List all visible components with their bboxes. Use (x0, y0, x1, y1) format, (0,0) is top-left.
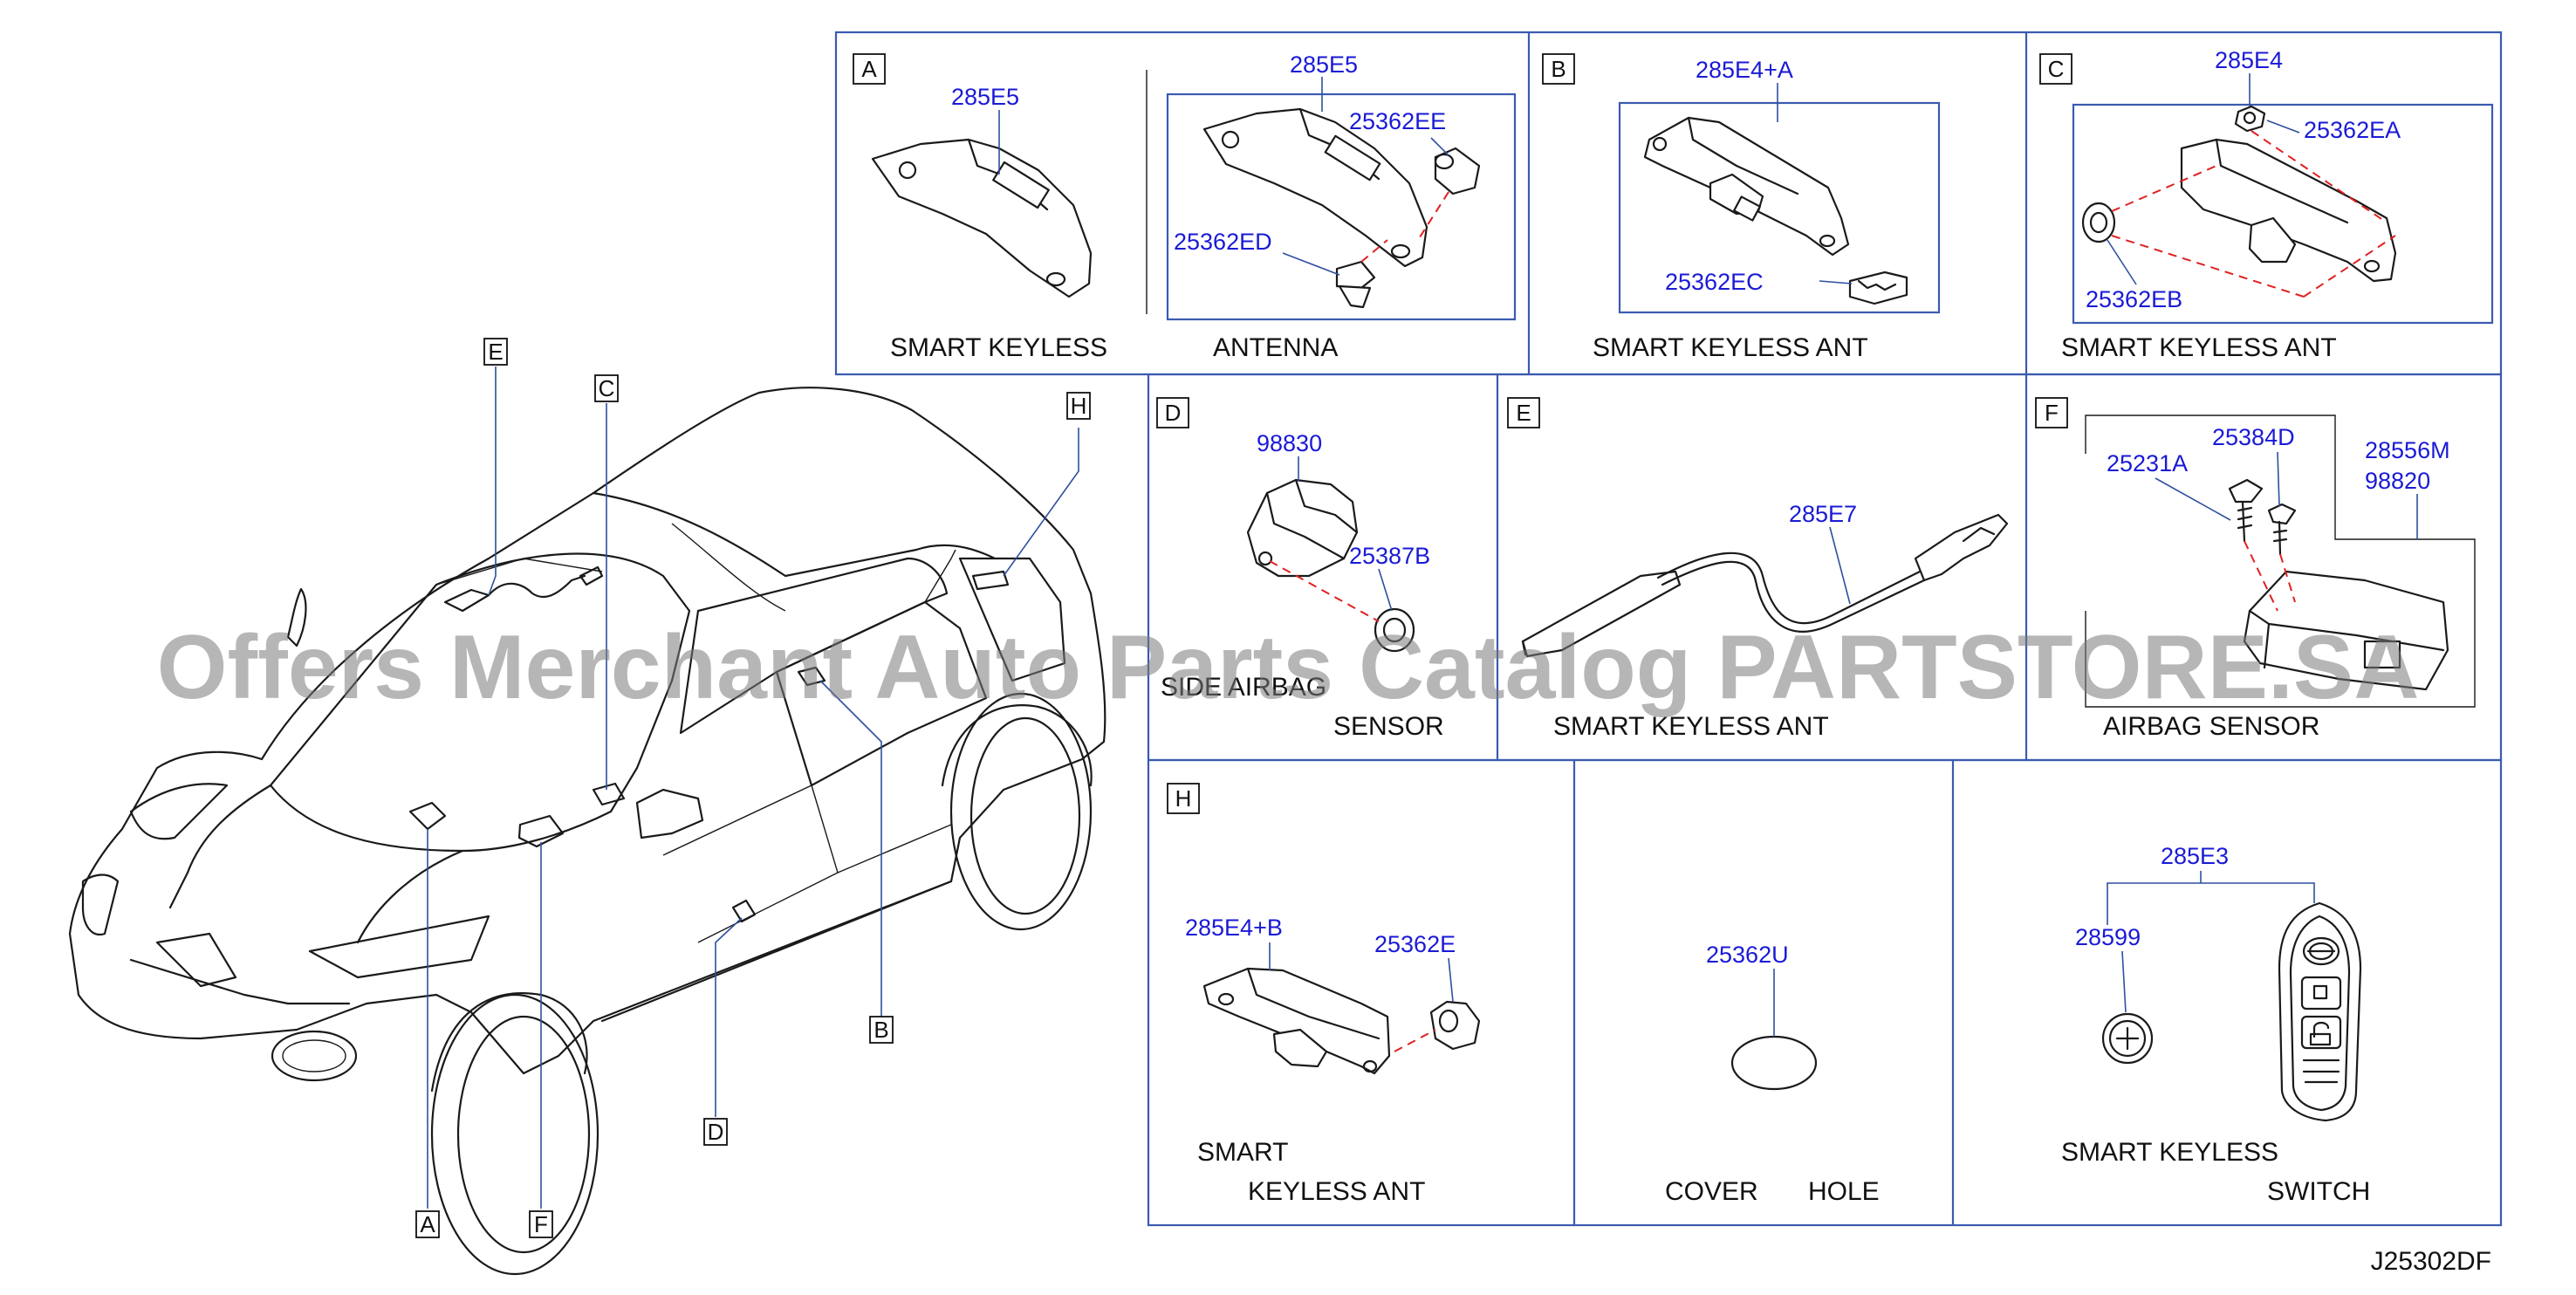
pn-25387b: 25387B (1349, 543, 1430, 569)
panel-cover-caption-1: COVER (1665, 1177, 1758, 1206)
pn-25362ed: 25362ED (1174, 229, 1272, 255)
pn-28556m: 28556M (2365, 437, 2450, 463)
panel-h-tag: H (1175, 785, 1192, 812)
pn-285e3: 285E3 (2161, 843, 2229, 869)
panel-c: C 285E4 25362EA 25362EB SMART KEYLESS AN… (2039, 47, 2494, 362)
pn-25362u: 25362U (1706, 942, 1789, 968)
pn-285e4-b: 285E4+B (1185, 915, 1283, 941)
tag-a: A (420, 1211, 435, 1237)
car-leader-lines (427, 367, 1079, 1209)
vehicle-illustration (68, 387, 1106, 1276)
panel-a-caption-right: ANTENNA (1213, 333, 1338, 362)
car-callout-tags: E C H B D A F (415, 338, 1091, 1238)
pn-98820: 98820 (2365, 468, 2430, 494)
panel-h-caption-1: SMART (1197, 1138, 1288, 1167)
panel-b-tag: B (1551, 56, 1565, 82)
panel-switch-caption-2: SWITCH (2267, 1177, 2370, 1206)
panel-d-tag: D (1165, 400, 1182, 426)
pn-25362eb: 25362EB (2086, 286, 2182, 312)
panel-a-caption-left: SMART KEYLESS (890, 333, 1107, 362)
panel-d: D 98830 25387B SIDE AIRBAG SENSOR (1156, 397, 1444, 741)
tag-h: H (1071, 393, 1087, 419)
panel-b: B 285E4+A 25362EC SMART KEYLESS ANT (1542, 53, 1941, 362)
watermark-text: Offers Merchant Auto Parts Catalog PARTS… (157, 617, 2420, 718)
panel-c-tag: C (2048, 56, 2065, 82)
tag-b: B (874, 1017, 888, 1043)
pn-98830: 98830 (1257, 430, 1322, 456)
panel-grid (834, 31, 2503, 1227)
diagram-code: J25302DF (2371, 1247, 2491, 1276)
pn-28599: 28599 (2075, 924, 2141, 950)
pn-285e7: 285E7 (1789, 501, 1857, 527)
pn-25362ec: 25362EC (1665, 269, 1764, 295)
pn-25231a: 25231A (2107, 450, 2188, 476)
panel-d-caption-2: SENSOR (1333, 712, 1444, 741)
panel-f-tag: F (2045, 400, 2059, 426)
panel-f: F 25231A 25384D 28556M 98820 AIRBAG SENS… (2035, 397, 2476, 741)
panel-cover-hole: 25362U COVER HOLE (1665, 942, 1880, 1206)
panel-e-tag: E (1516, 400, 1531, 426)
pn-285e5-top: 285E5 (1290, 51, 1358, 78)
panel-b-caption: SMART KEYLESS ANT (1593, 333, 1868, 362)
pn-285e4-a: 285E4+A (1696, 57, 1793, 83)
panel-e-caption: SMART KEYLESS ANT (1553, 712, 1829, 741)
panel-cover-caption-2: HOLE (1808, 1177, 1880, 1206)
panel-f-caption: AIRBAG SENSOR (2103, 712, 2319, 741)
pn-285e4-c: 285E4 (2215, 47, 2283, 73)
panel-a-tag: A (861, 56, 877, 82)
panel-d-caption-1: SIDE AIRBAG (1161, 673, 1326, 702)
tag-e: E (488, 339, 503, 365)
tag-d: D (708, 1119, 724, 1145)
panel-h-caption-2: KEYLESS ANT (1248, 1177, 1425, 1206)
pn-25362ee: 25362EE (1349, 108, 1446, 134)
pn-285e5-left: 285E5 (951, 84, 1019, 110)
panel-c-caption: SMART KEYLESS ANT (2061, 333, 2337, 362)
pn-25384d: 25384D (2212, 424, 2295, 450)
panel-a: A 285E5 285E5 25362EE 25362ED SMART KEYL… (853, 51, 1517, 362)
panel-e: E 285E7 SMART KEYLESS ANT (1507, 397, 2009, 741)
pn-25362e: 25362E (1374, 931, 1456, 957)
panel-h: H 285E4+B 25362E SMART KEYLESS ANT (1167, 783, 1481, 1206)
tag-f: F (534, 1211, 548, 1237)
panel-switch-caption-1: SMART KEYLESS (2061, 1138, 2278, 1167)
pn-25362ea: 25362EA (2304, 117, 2401, 143)
tag-c: C (599, 375, 615, 401)
panel-switch: 28599 285E3 SMART KEYLESS SWITCH (2061, 843, 2370, 1206)
